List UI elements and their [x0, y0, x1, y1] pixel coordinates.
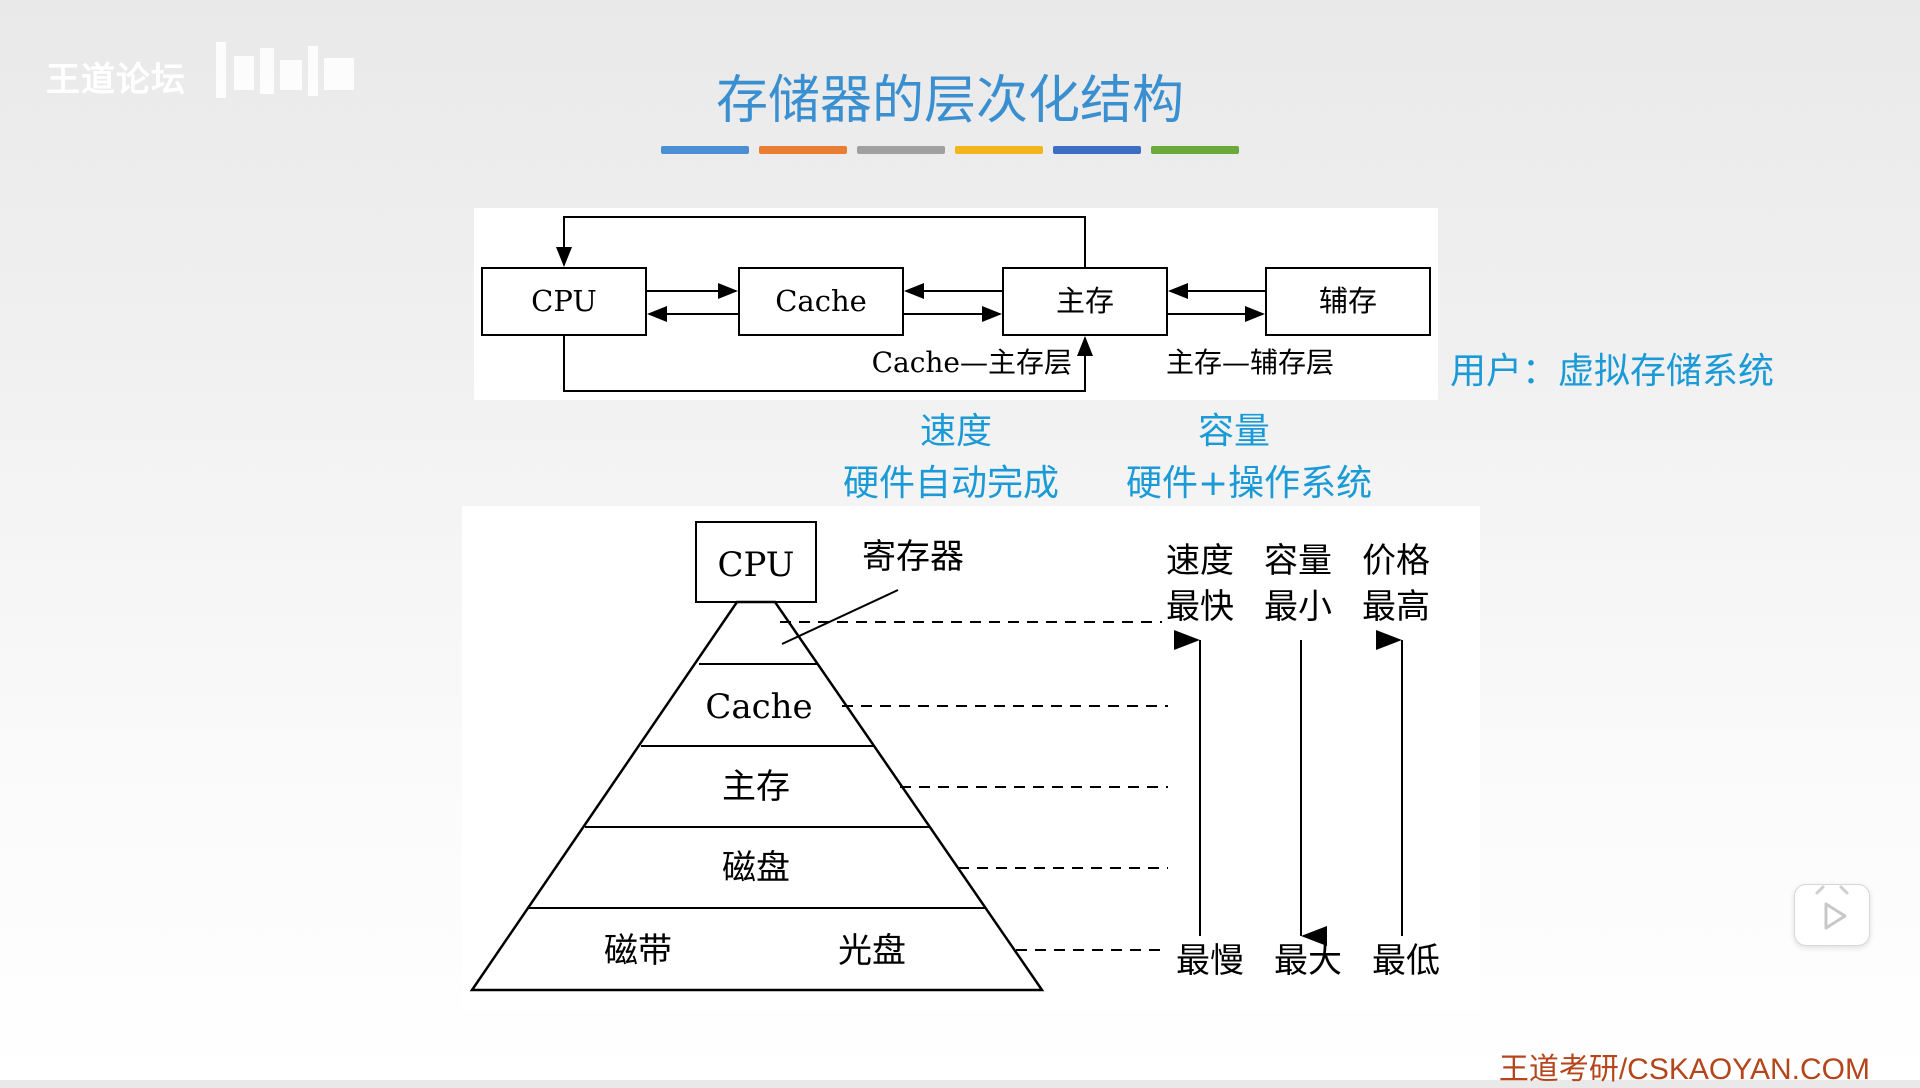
arrow-main-to-cpu-top	[556, 216, 1086, 268]
cache-main-layer-label: Cache—主存层	[872, 346, 1072, 379]
watermark-text: 王道论坛	[46, 60, 186, 100]
aux-memory-box	[1265, 267, 1431, 336]
pyramid-outline	[469, 600, 1045, 992]
note-virtual-storage: 用户：虚拟存储系统	[1450, 351, 1775, 392]
header-capacity: 容量	[1264, 541, 1332, 581]
arrow-cpu-to-main-bottom	[563, 335, 1093, 392]
bottom-capacity-value: 最大	[1274, 941, 1342, 981]
play-icon	[1815, 885, 1849, 930]
title-underline-segment-4	[955, 146, 1043, 154]
video-play-button[interactable]	[1794, 884, 1870, 946]
note-capacity: 容量	[1198, 411, 1271, 452]
main-aux-layer-label: 主存—辅存层	[1166, 346, 1334, 379]
watermark-logo	[216, 42, 354, 98]
note-hardware-auto: 硬件自动完成	[843, 463, 1060, 504]
cpu-box	[481, 267, 647, 336]
pyramid-cpu-box	[695, 521, 817, 603]
top-capacity-value: 最小	[1264, 587, 1332, 627]
level-main-memory-label: 主存	[722, 767, 790, 807]
title-underline-segment-6	[1151, 146, 1239, 154]
title-underline-segment-3	[857, 146, 945, 154]
top-speed-value: 最快	[1166, 587, 1234, 627]
pyramid-cpu-label: CPU	[718, 545, 795, 585]
note-hardware-os: 硬件+操作系统	[1126, 463, 1373, 504]
cache-box	[738, 267, 904, 336]
register-pointer-line	[781, 589, 899, 645]
level-tape-label: 磁带	[604, 931, 672, 971]
top-price-value: 最高	[1362, 587, 1430, 627]
note-speed: 速度	[920, 411, 993, 452]
aux-memory-box-label: 辅存	[1319, 284, 1377, 318]
main-memory-box-label: 主存	[1056, 284, 1114, 318]
title-underline-segment-5	[1053, 146, 1141, 154]
header-speed: 速度	[1166, 541, 1234, 581]
register-label: 寄存器	[862, 537, 964, 577]
cache-box-label: Cache	[775, 284, 867, 318]
hierarchy-flow-diagram: CPU Cache 主存 辅存 Cache—主存层 主存—辅存层	[481, 216, 1431, 392]
title-underline-segment-1	[661, 146, 749, 154]
memory-pyramid-diagram: CPU 寄存器 Cache 主存 磁盘 磁带 光盘 速度 容量 价格 最快 最小…	[469, 521, 1440, 992]
main-memory-box	[1002, 267, 1168, 336]
bottom-price-value: 最低	[1372, 941, 1440, 981]
page-title: 存储器的层次化结构	[715, 71, 1184, 131]
level-cache-label: Cache	[705, 687, 812, 727]
bottom-speed-value: 最慢	[1176, 941, 1244, 981]
level-optical-label: 光盘	[838, 931, 906, 971]
header-price: 价格	[1362, 541, 1430, 581]
footer-brand: 王道考研/CSKAOYAN.COM	[1498, 1053, 1870, 1086]
level-disk-label: 磁盘	[722, 848, 790, 888]
title-underline-segment-2	[759, 146, 847, 154]
cpu-box-label: CPU	[531, 284, 597, 318]
